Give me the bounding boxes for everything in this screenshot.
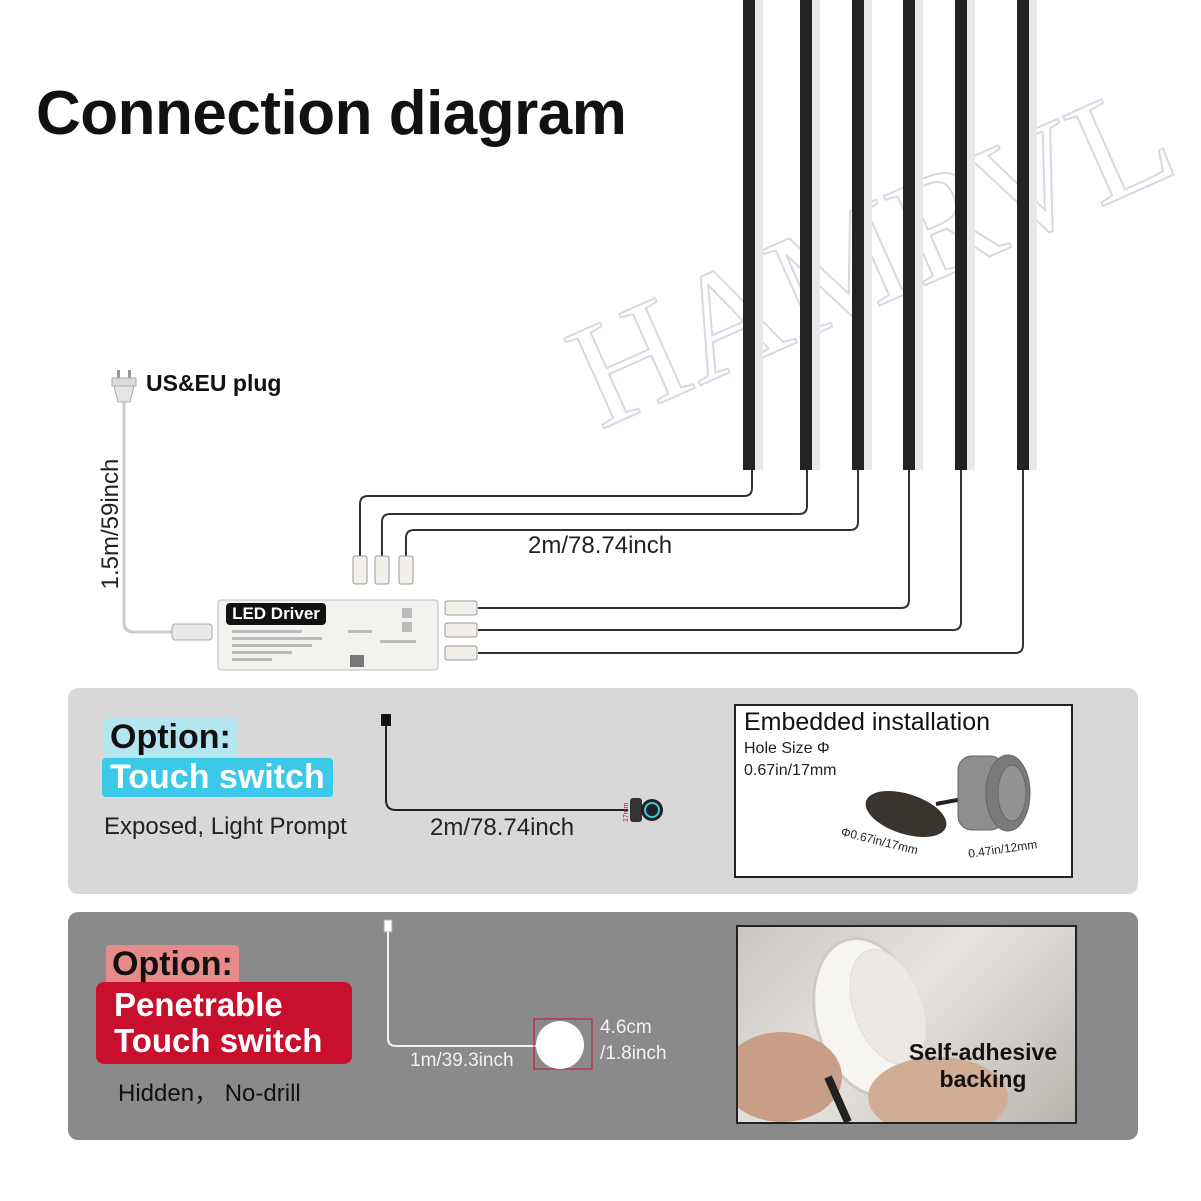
option2-tag: Option: — [106, 945, 239, 984]
connector-icon — [171, 623, 213, 641]
option2-size-line2: /1.8inch — [600, 1043, 667, 1064]
connector-icon — [444, 622, 478, 638]
light-strip-2 — [800, 0, 820, 470]
photo-caption-line2: backing — [939, 1066, 1027, 1092]
light-strips — [743, 0, 1037, 470]
light-cable-length: 2m/78.74inch — [528, 532, 673, 559]
plug-label: US&EU plug — [146, 370, 282, 396]
cable-5 — [478, 470, 962, 631]
page-title: Connection diagram — [36, 79, 627, 148]
option1-description: Exposed, Light Prompt — [104, 813, 347, 840]
plug-icon — [111, 370, 137, 403]
cable-2 — [381, 470, 808, 556]
connector-icon — [444, 600, 478, 616]
option2-cable-length: 1m/39.3inch — [410, 1050, 514, 1071]
option2-cable — [387, 932, 536, 1047]
photo-illustration — [738, 937, 1008, 1122]
hole-size-label: Hole Size Φ — [744, 740, 830, 757]
option2-name-line1: Penetrable — [114, 986, 283, 1023]
connector-icon — [398, 555, 414, 585]
cable-6 — [478, 470, 1024, 654]
wiring-diagram — [111, 0, 1037, 671]
inset-title: Embedded installation — [744, 708, 990, 736]
led-driver-box — [217, 599, 439, 671]
option2-name-line2: Touch switch — [114, 1022, 323, 1059]
touch-switch-icon — [630, 798, 663, 822]
photo-caption-line1: Self-adhesive — [908, 1039, 1058, 1065]
connector-icon — [383, 919, 393, 933]
embedded-installation-inset: Embedded installation Hole Size Φ 0.67in… — [734, 704, 1073, 878]
embedded-switch-drawing — [865, 754, 1031, 838]
cable-1 — [359, 470, 753, 556]
option1-name: Touch switch — [102, 758, 333, 797]
cable-4 — [478, 470, 910, 609]
driver-label: LED Driver — [232, 604, 320, 623]
option1-tag: Option: — [104, 718, 237, 757]
side-connectors — [444, 600, 478, 661]
plug-cable — [122, 398, 172, 634]
option1-size-mark: 17mm — [623, 802, 630, 822]
self-adhesive-photo: Self-adhesive backing — [736, 925, 1077, 1124]
connector-icon — [352, 555, 368, 585]
light-strip-4 — [903, 0, 923, 470]
option2-size-frame — [533, 1018, 593, 1070]
strip-cables — [359, 470, 1024, 654]
connector-icon — [381, 714, 391, 726]
option2-size-line1: 4.6cm — [600, 1017, 652, 1038]
light-strip-6 — [1017, 0, 1037, 470]
option2-name-box: Penetrable Touch switch — [96, 982, 352, 1064]
cable-3 — [405, 470, 859, 556]
light-strip-1 — [743, 0, 763, 470]
option1-cable — [385, 726, 628, 811]
light-strip-3 — [852, 0, 872, 470]
option1-cable-length: 2m/78.74inch — [430, 814, 575, 841]
puck-switch-icon — [536, 1021, 584, 1069]
connector-icon — [444, 645, 478, 661]
top-connectors — [352, 555, 414, 585]
hole-size-value: 0.67in/17mm — [744, 762, 837, 779]
connector-icon — [374, 555, 390, 585]
option2-description: Hidden， No-drill — [118, 1080, 301, 1107]
light-strip-5 — [955, 0, 975, 470]
